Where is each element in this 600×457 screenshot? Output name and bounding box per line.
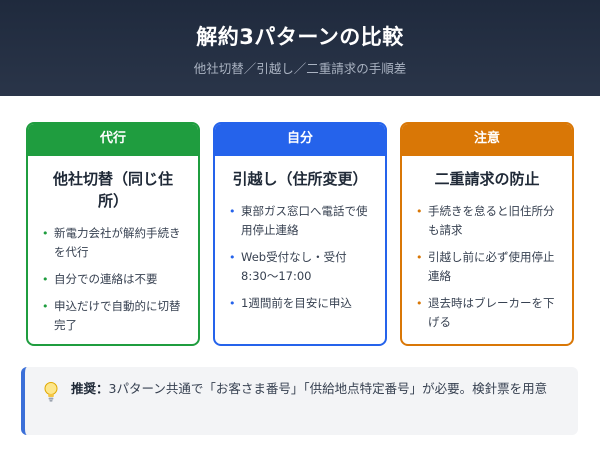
card-tag: 自分 (215, 124, 385, 156)
list-item: • 新電力会社が解約手続きを代行 (42, 224, 188, 262)
list-item: • Web受付なし・受付8:30〜17:00 (229, 248, 375, 286)
list-item: • 1週間前を目安に申込 (229, 294, 375, 313)
bullet-icon: • (229, 205, 236, 218)
bullet-icon: • (42, 300, 49, 313)
list-item-text: 東部ガス窓口へ電話で使用停止連絡 (241, 204, 368, 237)
bullet-icon: • (416, 251, 423, 264)
recommendation-body: 3パターン共通で「お客さま番号」「供給地点特定番号」が必要。検針票を用意 (108, 381, 548, 396)
card-title: 引越し（住所変更） (232, 170, 368, 188)
list-item: • 申込だけで自動的に切替完了 (42, 297, 188, 335)
recommendation-label: 推奨： (71, 381, 109, 396)
list-item-text: 退去時はブレーカーを下げる (428, 296, 555, 329)
card-switch-provider: 代行 他社切替（同じ住所） • 新電力会社が解約手続きを代行 • 自分での連絡は不要… (26, 122, 200, 346)
card-title: 他社切替（同じ住所） (52, 170, 173, 210)
bullet-icon: • (229, 251, 236, 264)
bullet-icon: • (42, 273, 49, 286)
card-tag: 代行 (28, 124, 198, 156)
list-item: • 東部ガス窓口へ電話で使用停止連絡 (229, 202, 375, 240)
card-tag: 注意 (402, 124, 572, 156)
card-list: • 新電力会社が解約手続きを代行 • 自分での連絡は不要 • 申込だけで自動的に切替完… (28, 212, 198, 335)
bullet-icon: • (416, 205, 423, 218)
page-title: 解約3パターンの比較 (196, 25, 404, 49)
card-title: 二重請求の防止 (434, 170, 540, 188)
recommendation-text: 推奨：3パターン共通で「お客さま番号」「供給地点特定番号」が必要。検針票を用意 (71, 378, 564, 400)
list-item-text: 申込だけで自動的に切替完了 (54, 299, 181, 332)
card-list: •東部ガス窓口へ電話で使用停止連絡 •Web受付なし・受付8:30〜17:00 … (215, 190, 385, 313)
list-item-text: 自分での連絡は不要 (54, 272, 158, 286)
recommendation-note: 推奨：3パターン共通で「お客さま番号」「供給地点特定番号」が必要。検針票を用意 (21, 367, 578, 435)
bullet-icon: • (229, 297, 236, 310)
bullet-icon: • (42, 227, 49, 240)
list-item-text: 新電力会社が解約手続きを代行 (54, 226, 181, 259)
card-list: • 手続きを怠ると旧住所分も請求 • 引越し前に必ず使用停止連絡 • 退去時はブレーカ… (402, 190, 572, 332)
list-item-text: Web受付なし・受付8:30〜17:00 (241, 250, 347, 283)
list-item-text: 引越し前に必ず使用停止連絡 (428, 250, 555, 283)
list-item-text: 手続きを怠ると旧住所分も請求 (428, 204, 555, 237)
list-item: • 退去時はブレーカーを下げる (416, 294, 562, 332)
list-item: • 引越し前に必ず使用停止連絡 (416, 248, 562, 286)
header: 解約3パターンの比較 他社切替／引越し／二重請求の手順差 (0, 0, 600, 96)
list-item: • 自分での連絡は不要 (42, 270, 188, 289)
lightbulb-icon (44, 382, 58, 402)
page-subtitle: 他社切替／引越し／二重請求の手順差 (193, 61, 407, 76)
card-double-billing: 注意 二重請求の防止 • 手続きを怠ると旧住所分も請求 • 引越し前に必ず使用停止連… (400, 122, 574, 346)
bullet-icon: • (416, 297, 423, 310)
card-moving: 自分 引越し（住所変更） • 東部ガス窓口へ電話で使用停止連絡 • Web受付なし・… (213, 122, 387, 346)
list-item: • 手続きを怠ると旧住所分も請求 (416, 202, 562, 240)
list-item-text: 1週間前を目安に申込 (241, 296, 352, 310)
